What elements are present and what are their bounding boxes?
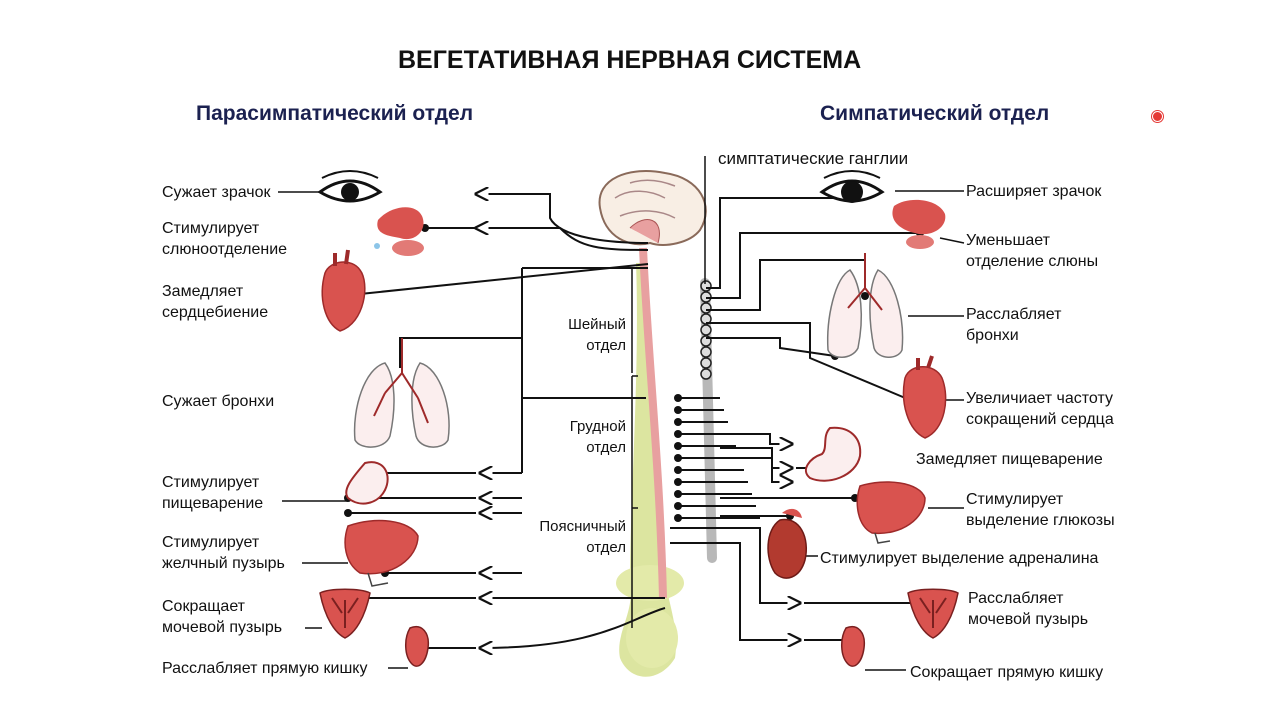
spine xyxy=(616,247,684,677)
symp-path-pupil xyxy=(706,197,850,289)
symp-path-heart xyxy=(706,322,911,401)
para-trunk xyxy=(521,267,648,473)
para-path-pupil xyxy=(476,194,649,244)
cursor-pointer-dot xyxy=(1152,111,1163,122)
section-label-cervical: Шейный отдел xyxy=(568,316,626,354)
para-label-heart: Замедляет сердцебиение xyxy=(162,283,269,321)
ganglion xyxy=(700,280,712,292)
rectum-right xyxy=(841,626,866,667)
bladder-right xyxy=(907,588,959,639)
symp-label-saliva: Уменьшает отделение слюны xyxy=(966,232,1099,270)
parasympathetic-heading: Парасимпатический отдел xyxy=(196,102,474,125)
ganglion xyxy=(700,302,712,314)
bladder-left xyxy=(319,588,371,639)
ganglion xyxy=(700,368,712,380)
ganglion xyxy=(700,324,712,336)
symp-path-bronchi xyxy=(706,259,865,311)
symp-label-heart: Увеличиает частоту сокращений сердца xyxy=(966,390,1114,428)
section-label-thoracic: Грудной отдел xyxy=(569,418,626,456)
eye-left xyxy=(317,170,383,203)
para-label-gallbladder: Стимулирует желчный пузырь xyxy=(162,534,285,572)
cord-node-0 xyxy=(674,394,682,402)
symp-label-glucose: Стимулирует выделение глюкозы xyxy=(966,491,1115,529)
para-end-digestion-2 xyxy=(344,509,352,517)
para-label-bronchi: Сужает бронхи xyxy=(162,393,275,410)
symp-path-lung xyxy=(706,337,836,357)
rectum-left xyxy=(405,626,430,667)
salivary-gland-right xyxy=(892,199,946,249)
stomach-left xyxy=(345,461,389,505)
cord-node-3 xyxy=(674,430,682,438)
symp-label-rectum: Сокращает прямую кишку xyxy=(910,664,1104,681)
cord-node-10 xyxy=(674,514,682,522)
sympathetic-heading: Симпатический отдел xyxy=(820,102,1050,125)
cord-node-4 xyxy=(674,442,682,450)
spine-brackets xyxy=(631,268,638,628)
cord-node-1 xyxy=(674,406,682,414)
para-label-saliva: Стимулирует слюноотделение xyxy=(162,220,288,258)
symp-path-rectum xyxy=(670,542,800,640)
symp-label-bronchi: Расслабляет бронхи xyxy=(966,306,1062,344)
cord-node-6 xyxy=(674,466,682,474)
symp-path-digestion-a xyxy=(720,433,792,444)
symp-label-bladder: Расслабляет мочевой пузырь xyxy=(968,590,1089,628)
heart-right xyxy=(902,355,947,439)
salivary-gland-left xyxy=(374,207,424,256)
diagram-title: ВЕГЕТАТИВНАЯ НЕРВНАЯ СИСТЕМА xyxy=(398,46,862,74)
eye-right xyxy=(819,170,885,203)
stomach-right xyxy=(804,426,862,482)
brain xyxy=(598,170,707,246)
diagram-sheet: ВЕГЕТАТИВНАЯ НЕРВНАЯ СИСТЕМА Парасимпати… xyxy=(160,38,1128,688)
para-label-bladder: Сокращает мочевой пузырь xyxy=(162,598,283,636)
lungs-right xyxy=(826,253,904,358)
ganglion xyxy=(700,357,712,369)
para-label-rectum: Расслабляет прямую кишку xyxy=(162,660,368,677)
symp-label-digestion: Замедляет пищеварение xyxy=(916,451,1103,468)
lungs-left xyxy=(353,338,450,448)
symp-leader-saliva xyxy=(939,237,965,244)
liver-left xyxy=(344,519,419,587)
ganglia-label: симптатические ганглии xyxy=(718,149,909,168)
symp-label-adrenaline: Стимулирует выделение адреналина xyxy=(820,550,1099,567)
cord-node-8 xyxy=(674,490,682,498)
para-path-saliva xyxy=(476,228,649,251)
para-label-digestion: Стимулирует пищеварение xyxy=(162,474,264,512)
symp-end-bronchi xyxy=(861,292,869,300)
cord-node-9 xyxy=(674,502,682,510)
cord-node-2 xyxy=(674,418,682,426)
para-path-rectum xyxy=(480,607,666,648)
heart-left xyxy=(321,249,366,332)
adrenal-kidney-right xyxy=(767,508,807,579)
symp-path-digestion-c xyxy=(720,457,792,482)
para-label-pupil: Сужает зрачок xyxy=(162,184,271,201)
ganglia xyxy=(700,280,712,380)
ganglion xyxy=(700,346,712,358)
symp-path-bladder xyxy=(670,527,800,603)
symp-path-saliva xyxy=(706,232,920,299)
symp-label-pupil: Расширяет зрачок xyxy=(966,183,1102,200)
cord-node-7 xyxy=(674,478,682,486)
cord-node-5 xyxy=(674,454,682,462)
nervous-system-diagram xyxy=(278,156,965,677)
liver-right xyxy=(856,481,926,544)
section-label-lumbar: Поясничный отдел xyxy=(539,518,626,556)
